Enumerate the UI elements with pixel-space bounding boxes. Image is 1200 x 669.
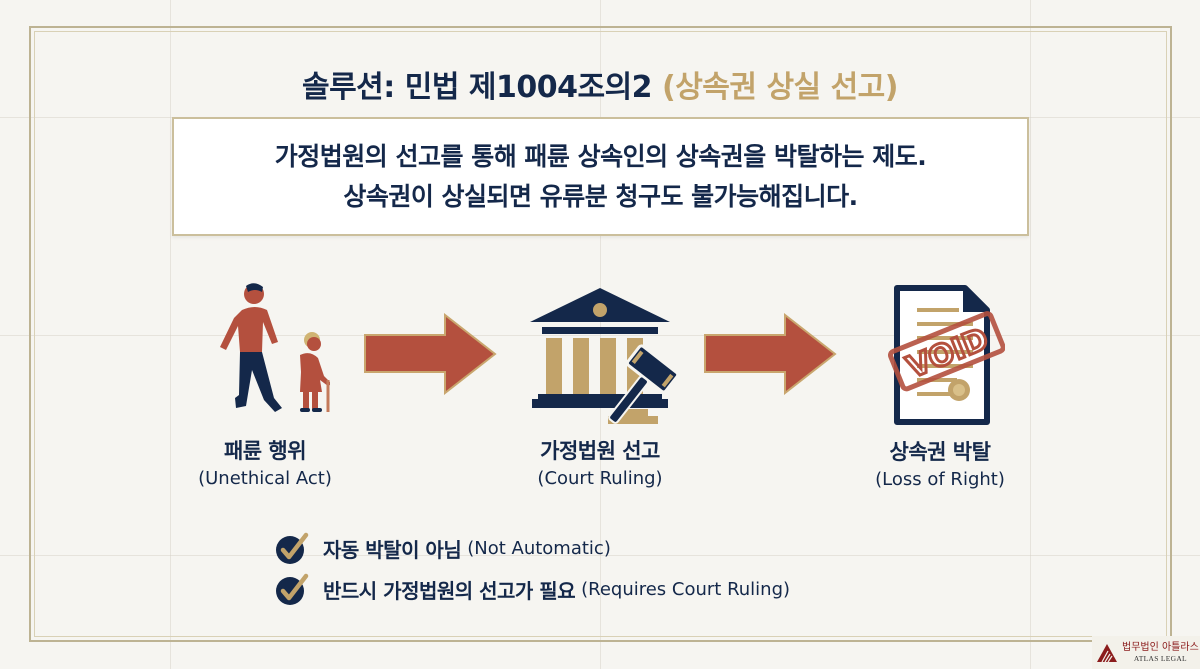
summary-line-2: 상속권이 상실되면 유류분 청구도 불가능해집니다. [343,181,858,211]
checklist-item: 반드시 가정법원의 선고가 필요 (Requires Court Ruling) [275,569,790,610]
void-document-icon: VOID [888,285,1005,425]
step-loss-of-right: VOID 상속권 박탈 (Loss of Right) [845,280,1035,490]
checklist-item-en: (Not Automatic) [467,538,611,559]
courthouse-gavel-icon [530,288,680,424]
slide-frame-inner [34,31,1167,637]
title-accent: (상속권 상실 선고) [661,70,899,105]
checklist-item: 자동 박탈이 아님 (Not Automatic) [275,528,790,569]
checklist-item-en: (Requires Court Ruling) [581,579,791,600]
step-label-en: (Loss of Right) [875,469,1005,490]
logo-name-ko: 법무법인 아틀라스 [1122,641,1199,653]
check-circle-icon [276,573,309,605]
checklist: 자동 박탈이 아님 (Not Automatic) 반드시 가정법원의 선고가 … [275,528,790,610]
right-arrow-icon [364,313,497,395]
grid-line [600,0,601,669]
summary-box: 가정법원의 선고를 통해 패륜 상속인의 상속권을 박탈하는 제도. 상속권이 … [172,117,1029,236]
step-label-ko: 패륜 행위 [223,439,307,463]
grid-line [0,555,1200,556]
step-unethical-act: 패륜 행위 (Unethical Act) [175,280,355,489]
grid-line [170,0,171,669]
checklist-item-ko: 반드시 가정법원의 선고가 필요 [323,579,576,603]
slide-frame-outer [29,26,1172,642]
grid-line [0,335,1200,336]
atlas-mountain-icon [1097,643,1117,662]
grid-line [1030,0,1031,669]
logo-name-en: ATLAS LEGAL [1133,653,1187,663]
right-arrow-icon [704,313,837,395]
summary-line-1: 가정법원의 선고를 통해 패륜 상속인의 상속권을 박탈하는 제도. [274,141,927,171]
checklist-item-ko: 자동 박탈이 아님 [323,538,462,562]
step-label-ko: 상속권 박탈 [889,440,991,464]
step-label-ko: 가정법원 선고 [540,439,660,463]
walking-away-figures-icon [220,283,330,412]
step-court-ruling: 가정법원 선고 (Court Ruling) [505,282,695,489]
title-main: 솔루션: 민법 제1004조의2 [301,70,662,105]
atlas-legal-logo: 법무법인 아틀라스 ATLAS LEGAL [1092,636,1200,669]
check-circle-icon [276,532,309,564]
step-label-en: (Court Ruling) [537,468,663,489]
slide-title: 솔루션: 민법 제1004조의2 (상속권 상실 선고) [0,62,1200,106]
step-label-en: (Unethical Act) [198,468,332,489]
